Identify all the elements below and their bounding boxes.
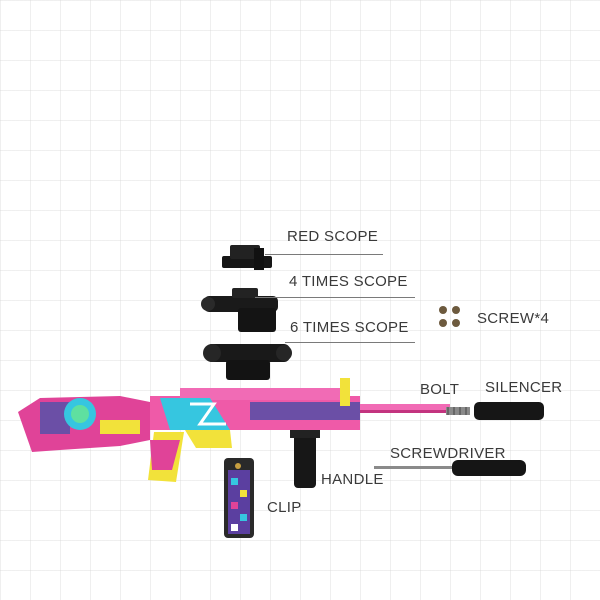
bolt-part [446,407,470,415]
label-clip: CLIP [267,499,302,516]
label-screwdriver: SCREWDRIVER [390,445,506,462]
label-bolt: BOLT [420,381,460,398]
clip-part [224,458,254,538]
red-scope-leader [265,254,383,255]
label-silencer: SILENCER [485,379,563,396]
rifle-body [18,378,450,482]
4x-scope-leader [255,297,415,298]
handle-part [290,430,320,488]
label-screws: SCREW*4 [477,310,550,327]
label-4x-scope: 4 TIMES SCOPE [289,273,408,290]
4x-scope-part [201,288,278,332]
screwdriver-part [374,460,526,476]
6x-scope-leader [285,342,415,343]
silencer-part [474,402,544,420]
red-scope-part [222,245,272,270]
label-handle: HANDLE [321,471,384,488]
6x-scope-part [203,344,292,380]
screws-part [439,306,460,327]
label-red-scope: RED SCOPE [287,228,379,245]
label-6x-scope: 6 TIMES SCOPE [290,319,409,336]
